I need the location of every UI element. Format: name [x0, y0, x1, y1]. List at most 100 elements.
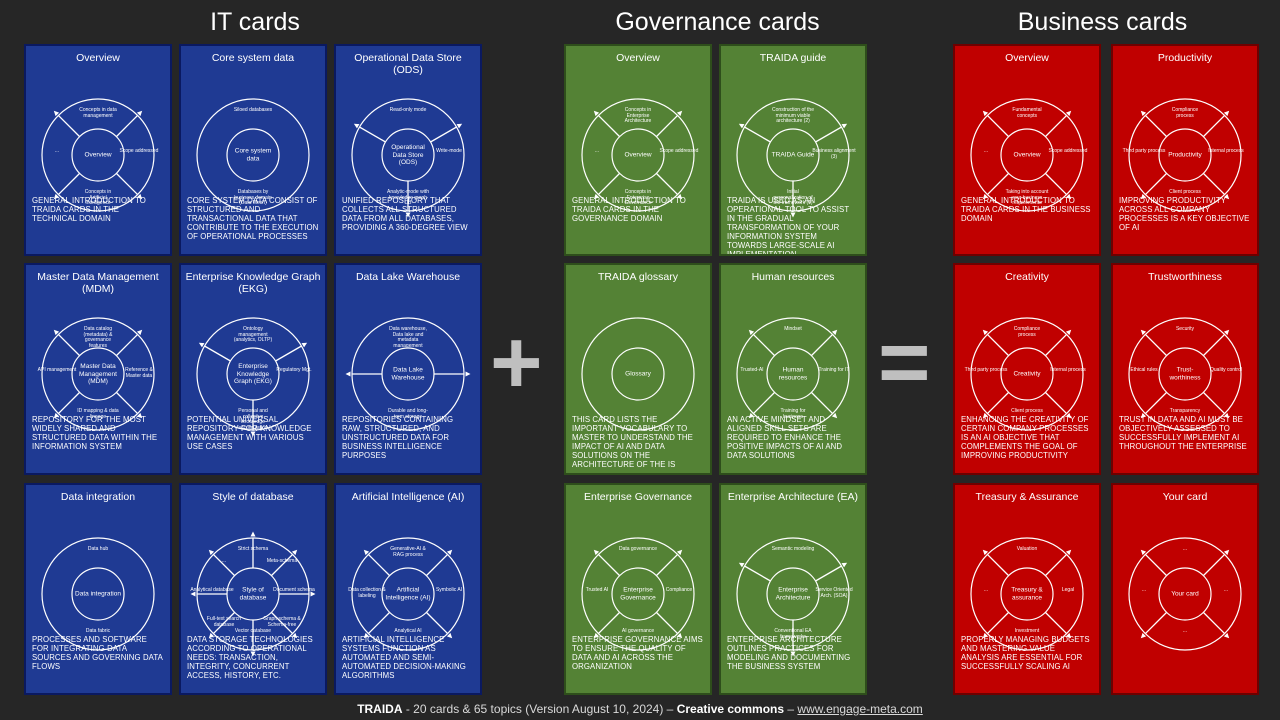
wheel-topic-label: Security: [1175, 326, 1195, 332]
card-description: Trust in data and AI must be objectively…: [1119, 415, 1247, 451]
wheel-topic-label: Concepts in Artificial Intelligence: [84, 189, 112, 207]
wheel-spoke: [655, 172, 679, 196]
wheel-spoke: [1202, 114, 1226, 138]
outer-ring: [581, 537, 695, 651]
inner-ring: [1000, 347, 1054, 401]
wheel-center-label: Data integration: [75, 590, 121, 598]
wheel-spoke: [57, 391, 81, 415]
inner-ring: [1000, 567, 1054, 621]
wheel-spoke: [655, 553, 679, 577]
wheel-spoke: [986, 391, 1010, 415]
card-title: Data integration: [60, 491, 136, 503]
spoke-arrow: [353, 123, 360, 129]
card-description: General introduction to TRAIDA cards in …: [961, 196, 1091, 223]
inner-ring: [1158, 347, 1212, 401]
card-it-3[interactable]: Master Data Management (MDM)Master Data …: [24, 263, 172, 475]
spoke-arrow: [250, 431, 256, 437]
card-gov-2[interactable]: TRAIDA glossaryGlossaryThis card lists t…: [564, 263, 712, 475]
wheel-spoke: [367, 553, 391, 577]
section-title-governance: Governance cards: [615, 8, 820, 36]
wheel-topic-label: Analytical database: [190, 587, 234, 593]
card-gov-5[interactable]: Enterprise Architecture (EA)Enterprise A…: [719, 483, 867, 695]
inner-ring: [381, 567, 435, 621]
wheel-topic-label: ID mapping & data lineage: [77, 408, 119, 420]
wheel-graphic: [581, 537, 695, 651]
card-title: Overview: [76, 52, 120, 64]
wheel-spoke: [1044, 114, 1068, 138]
wheel-topic-label: Data governance: [618, 546, 658, 552]
card-it-8[interactable]: Artificial Intelligence (AI)Artificial I…: [334, 483, 482, 695]
wheel-center-label: Enterprise Knowledge Graph (EKG): [234, 362, 272, 385]
section-title-business: Business cards: [1017, 8, 1188, 36]
wheel-topic-label: Reference & Master data: [125, 367, 153, 379]
wheel-center-label: Your card: [1171, 590, 1199, 598]
inner-ring: [611, 128, 665, 182]
wheel-spoke: [597, 114, 621, 138]
spoke-arrow: [136, 193, 143, 200]
wheel-spoke: [367, 611, 391, 635]
wheel-topic-label: Data warehouse, Data lake and metadata m…: [389, 326, 427, 349]
wheel-topic-label: Graph schema & Schema-free: [263, 615, 301, 628]
inner-ring: [71, 128, 125, 182]
wheel-spoke: [1144, 114, 1168, 138]
card-description: Enterprise Architecture outlines practic…: [727, 635, 851, 671]
wheel-topic-label: ...: [983, 587, 989, 593]
inner-ring: [611, 347, 665, 401]
spoke-arrow: [738, 123, 745, 129]
wheel-spoke: [1044, 172, 1068, 196]
wheel-spoke: [1144, 611, 1168, 635]
wheel-spoke: [359, 126, 386, 143]
wheel-topic-label: Business alignment (3): [812, 148, 856, 160]
wheel-topic-label: Client process: [1011, 408, 1043, 414]
wheel-graphic: [351, 98, 465, 218]
wheel-spoke: [1044, 391, 1068, 415]
wheel-center-label: Overview: [624, 151, 652, 159]
wheel-topic-label: Trusted AI: [585, 587, 609, 593]
wheel-spoke: [1202, 333, 1226, 357]
wheel-graphic: [581, 98, 695, 212]
card-description: Processes and software for integrating d…: [32, 635, 163, 671]
wheel-spoke: [1202, 172, 1226, 196]
wheel-graphic: [970, 98, 1084, 212]
card-it-4[interactable]: Enterprise Knowledge Graph (EKG)Enterpri…: [179, 263, 327, 475]
wheel-topic-label: ...: [1182, 628, 1188, 634]
wheel-graphic: [1128, 317, 1242, 431]
wheel-graphic: [41, 537, 155, 651]
spoke-arrow: [53, 110, 60, 117]
wheel-topic-label: Analytical AI: [394, 628, 422, 634]
spoke-arrow: [53, 193, 60, 200]
card-it-2[interactable]: Operational Data Store (ODS)Operational …: [334, 44, 482, 256]
wheel-graphic: [970, 317, 1084, 431]
wheel-topic-label: Vector database: [234, 628, 272, 634]
card-title: Artificial Intelligence (AI): [351, 491, 465, 503]
card-description: Enhancing the creativity of certain comp…: [961, 415, 1089, 460]
wheel-topic-label: AI governance: [621, 628, 655, 634]
wheel-spoke: [597, 611, 621, 635]
card-description: General introduction to TRAIDA cards in …: [32, 196, 146, 223]
spoke-arrow: [301, 342, 308, 348]
footer-url-link[interactable]: www.engage-meta.com: [797, 702, 923, 716]
wheel-topic-label: Fundamental concepts: [1012, 107, 1042, 119]
card-description: TRAIDA is used as an operational tool to…: [727, 196, 850, 256]
wheel-topic-label: Internal process: [1208, 148, 1244, 154]
wheel-spoke: [815, 126, 842, 143]
